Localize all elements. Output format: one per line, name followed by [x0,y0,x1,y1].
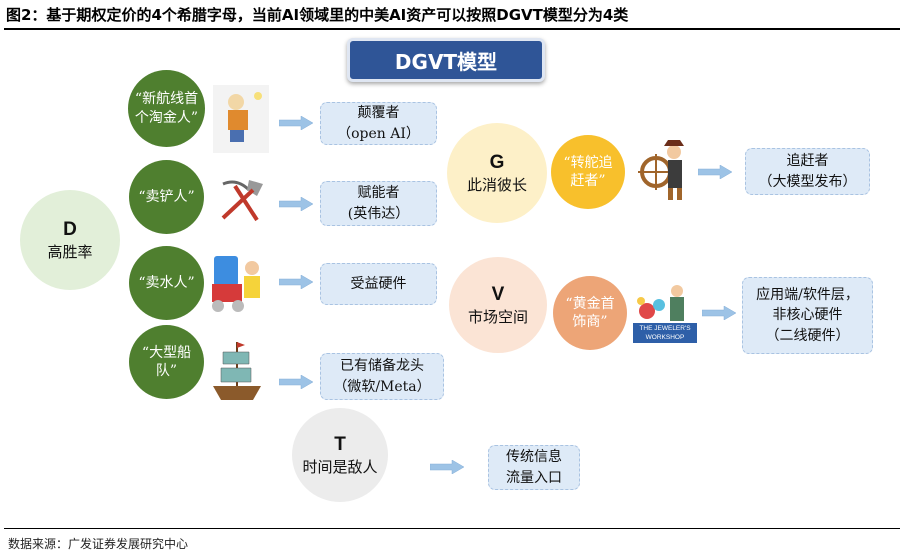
figure-title: 图2：基于期权定价的4个希腊字母，当前AI领域里的中美AI资产可以按照DGVT模… [6,6,629,24]
arrow-right-icon [279,275,313,289]
d-result-3: 受益硬件 [320,263,437,305]
jeweler-icon: THE JEWELER'S WORKSHOP [633,283,697,345]
arrow-right-icon [279,116,313,130]
top-rule [4,28,900,30]
arrow-right-icon [430,460,464,474]
arrow-right-icon [698,165,732,179]
g-circle: G 此消彼长 [447,123,547,223]
arrow-right-icon [702,306,736,320]
d-result-4: 已有储备龙头 （微软/Meta） [320,353,444,400]
gold-prospector-icon [213,85,269,153]
pickaxe-shovel-icon [212,175,268,227]
d-letter: D [63,218,77,240]
v-circle: V 市场空间 [449,257,547,353]
source-note: 数据来源：广发证券发展研究中心 [8,537,189,551]
t-letter: T [334,433,346,455]
sailing-ship-icon [209,338,265,404]
v-label: 市场空间 [467,307,528,326]
v-letter: V [491,283,505,305]
d-nickname-4: “大型船队” [129,325,204,399]
d-nickname-1: “新航线首个淘金人” [128,70,205,147]
v-result: 应用端/软件层， 非核心硬件 （二线硬件） [742,277,873,354]
bottom-rule [4,528,900,529]
d-result-1: 颠覆者 （open AI） [320,102,437,145]
g-label: 此消彼长 [466,175,527,194]
d-circle: D 高胜率 [20,190,120,290]
d-result-2: 赋能者 (英伟达） [320,181,437,226]
t-result: 传统信息 流量入口 [488,445,580,490]
t-circle: T 时间是敌人 [292,408,388,502]
t-label: 时间是敌人 [302,457,378,476]
g-result: 追赶者 （大模型发布） [745,148,870,195]
ship-captain-wheel-icon [638,138,694,202]
dgvt-header: DGVT模型 [347,38,545,82]
g-letter: G [489,151,505,173]
d-nickname-2: “卖铲人” [129,160,204,234]
d-label: 高胜率 [47,242,93,261]
arrow-right-icon [279,375,313,389]
g-nickname: “转舵追赶者” [551,135,625,209]
jeweler-logo-text: THE JEWELER'S WORKSHOP [633,323,697,343]
arrow-right-icon [279,197,313,211]
v-nickname: “黄金首饰商” [553,276,627,350]
water-seller-icon [210,252,268,314]
d-nickname-3: “卖水人” [129,246,204,320]
